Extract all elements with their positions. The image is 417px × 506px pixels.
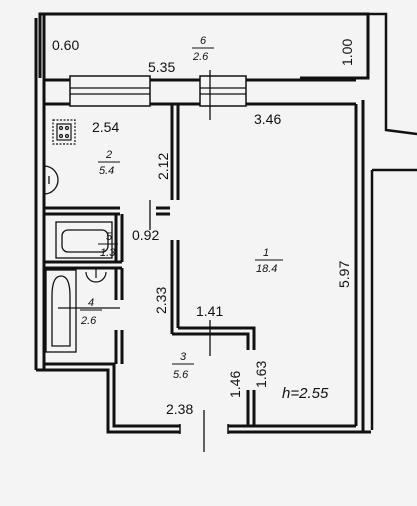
ceiling-height-label: h=2.55 [282, 385, 329, 402]
room-4-label: 4 2.6 [80, 297, 102, 327]
svg-text:3: 3 [180, 351, 187, 363]
toilet-icon [85, 268, 107, 283]
window-mullions [70, 87, 246, 95]
room-6-label: 6 2.6 [192, 35, 214, 63]
stove-icon [52, 119, 76, 145]
balcony-openings [69, 75, 247, 107]
bathtub-icon [45, 269, 77, 353]
bath-corridor-label: 2.33 [153, 287, 169, 314]
kitchen-sink-icon [43, 165, 59, 195]
kitchen-depth-label: 2.12 [155, 153, 171, 180]
room-width-label: 3.46 [254, 111, 281, 127]
room-3-label: 3 5.6 [172, 351, 194, 381]
svg-text:4: 4 [88, 297, 94, 309]
svg-text:5.6: 5.6 [173, 369, 189, 381]
svg-text:2.6: 2.6 [192, 51, 209, 63]
hall-width-label: 2.38 [166, 401, 193, 417]
room-2-label: 2 5.4 [98, 149, 120, 177]
kitchen-width-label: 2.54 [92, 119, 119, 135]
room-notch-label: 1.63 [253, 361, 269, 388]
entrance-door [179, 424, 229, 434]
svg-text:2: 2 [105, 149, 112, 161]
room-5-label: 5 1.3 [98, 231, 118, 259]
washbasin-icon [55, 221, 113, 259]
neighbor-walls [360, 12, 417, 430]
svg-text:2.6: 2.6 [80, 315, 97, 327]
svg-text:18.4: 18.4 [256, 263, 277, 275]
room-1-label: 1 18.4 [255, 247, 283, 275]
svg-text:6: 6 [200, 35, 207, 47]
svg-text:1.3: 1.3 [100, 247, 116, 259]
room-length-label: 5.97 [336, 261, 352, 288]
svg-text:5: 5 [106, 231, 113, 243]
hall-top-label: 1.41 [196, 303, 223, 319]
room-labels: 6 2.6 2 5.4 1 18.4 5 1.3 4 2.6 3 5.6 [80, 35, 283, 381]
svg-text:5.4: 5.4 [99, 165, 114, 177]
leader-lines [58, 70, 211, 452]
hall-side-label: 1.46 [227, 371, 243, 398]
balcony-depth-right-label: 1.00 [339, 39, 355, 66]
dimension-labels: 0.60 5.35 1.00 2.54 2.12 3.46 5.97 0.92 … [52, 37, 355, 417]
svg-text:1: 1 [263, 247, 269, 259]
wc-width-label: 0.92 [132, 227, 159, 243]
balcony-length-label: 5.35 [148, 59, 175, 75]
balcony-depth-left-label: 0.60 [52, 37, 79, 53]
